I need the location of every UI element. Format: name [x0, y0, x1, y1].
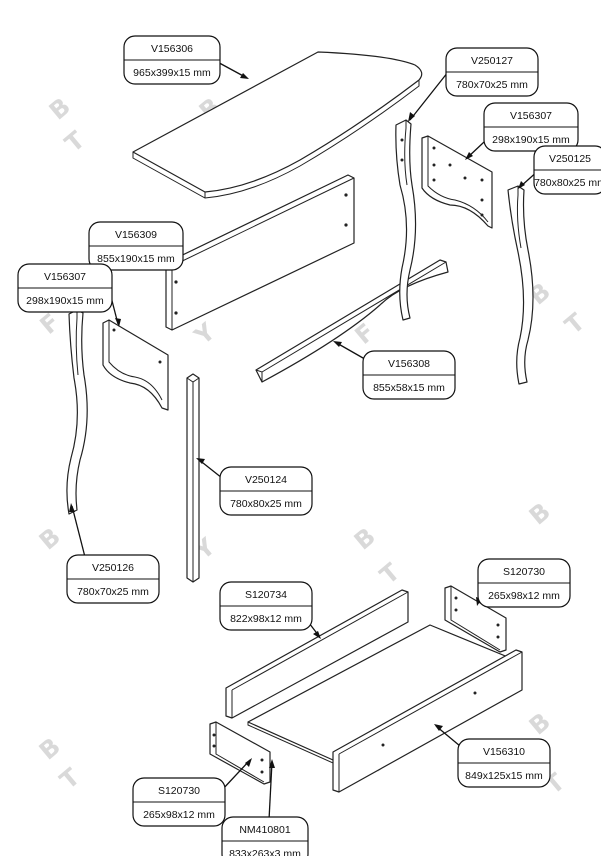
part-dimensions: 298x190x15 mm	[492, 134, 570, 146]
part-code: V156307	[44, 271, 86, 283]
part-label-back-panel: V156309 855x190x15 mm	[88, 221, 184, 271]
part-code: V250127	[471, 55, 513, 67]
drawer-back-part	[225, 589, 409, 719]
part-dimensions: 965x399x15 mm	[133, 67, 211, 79]
side-panel-right-part	[421, 135, 493, 229]
svg-text:B: B	[34, 522, 66, 555]
part-dimensions: 855x190x15 mm	[97, 253, 175, 265]
part-code: V250124	[245, 474, 287, 486]
part-label-side-panel-left: V156307 298x190x15 mm	[17, 263, 113, 313]
part-dimensions: 780x70x25 mm	[77, 586, 149, 598]
leg-front-left-part	[66, 309, 88, 515]
part-label-side-panel-right: V156307 298x190x15 mm	[483, 102, 579, 152]
leg-back-right-b-part	[507, 185, 534, 385]
part-dimensions: 298x190x15 mm	[26, 295, 104, 307]
svg-text:B: B	[34, 732, 66, 765]
part-label-drawer-back: S120734 822x98x12 mm	[219, 581, 313, 631]
svg-text:F: F	[35, 308, 66, 340]
part-dimensions: 780x70x25 mm	[456, 79, 528, 91]
part-code: V250125	[549, 153, 591, 165]
part-label-drawer-front: V156310 849x125x15 mm	[457, 738, 551, 788]
part-label-drawer-bottom: NM410801 833x263x3 mm	[221, 816, 309, 856]
svg-text:B: B	[349, 522, 381, 555]
leg-back-right-a-part	[395, 119, 417, 321]
part-label-top-panel: V156306 965x399x15 mm	[123, 35, 221, 85]
part-code: V156310	[483, 746, 525, 758]
part-code: S120730	[503, 566, 545, 578]
part-label-leg-front-center: V250124 780x80x25 mm	[219, 466, 313, 516]
part-label-drawer-side-right: S120730 265x98x12 mm	[477, 558, 571, 608]
side-panel-left-part	[102, 319, 169, 411]
svg-text:T: T	[560, 307, 591, 339]
svg-text:B: B	[524, 707, 556, 740]
drawer-front-part	[332, 649, 523, 793]
part-dimensions: 780x80x25 mm	[534, 177, 601, 189]
back-panel-part	[165, 174, 355, 331]
part-dimensions: 855x58x15 mm	[373, 382, 445, 394]
drawer-side-right-part	[444, 585, 507, 653]
part-dimensions: 822x98x12 mm	[230, 613, 302, 625]
part-code: V250126	[92, 562, 134, 574]
svg-text:B: B	[524, 497, 556, 530]
part-dimensions: 833x263x3 mm	[229, 848, 301, 856]
part-label-leg-front-left: V250126 780x70x25 mm	[66, 554, 160, 604]
part-code: V156306	[151, 43, 193, 55]
part-code: NM410801	[239, 824, 291, 836]
stretcher-part	[255, 259, 449, 383]
leg-front-center-part	[186, 373, 200, 583]
part-code: S120730	[158, 785, 200, 797]
part-dimensions: 265x98x12 mm	[143, 809, 215, 821]
part-dimensions: 780x80x25 mm	[230, 498, 302, 510]
part-code: V156307	[510, 110, 552, 122]
svg-text:T: T	[60, 125, 91, 157]
drawer-side-left-part	[209, 721, 271, 785]
part-dimensions: 265x98x12 mm	[488, 590, 560, 602]
svg-text:B: B	[44, 92, 76, 125]
part-dimensions: 849x125x15 mm	[465, 770, 543, 782]
part-code: V156309	[115, 229, 157, 241]
part-label-drawer-side-left: S120730 265x98x12 mm	[132, 777, 226, 827]
svg-text:T: T	[55, 762, 86, 794]
svg-text:T: T	[375, 557, 406, 589]
part-label-leg-back-right-a: V250127 780x70x25 mm	[445, 47, 539, 97]
part-code: S120734	[245, 589, 287, 601]
part-label-stretcher: V156308 855x58x15 mm	[362, 350, 456, 400]
part-label-leg-back-right-b: V250125 780x80x25 mm	[533, 145, 601, 195]
svg-text:Y: Y	[188, 317, 221, 351]
top-panel-part	[132, 51, 423, 199]
part-code: V156308	[388, 358, 430, 370]
